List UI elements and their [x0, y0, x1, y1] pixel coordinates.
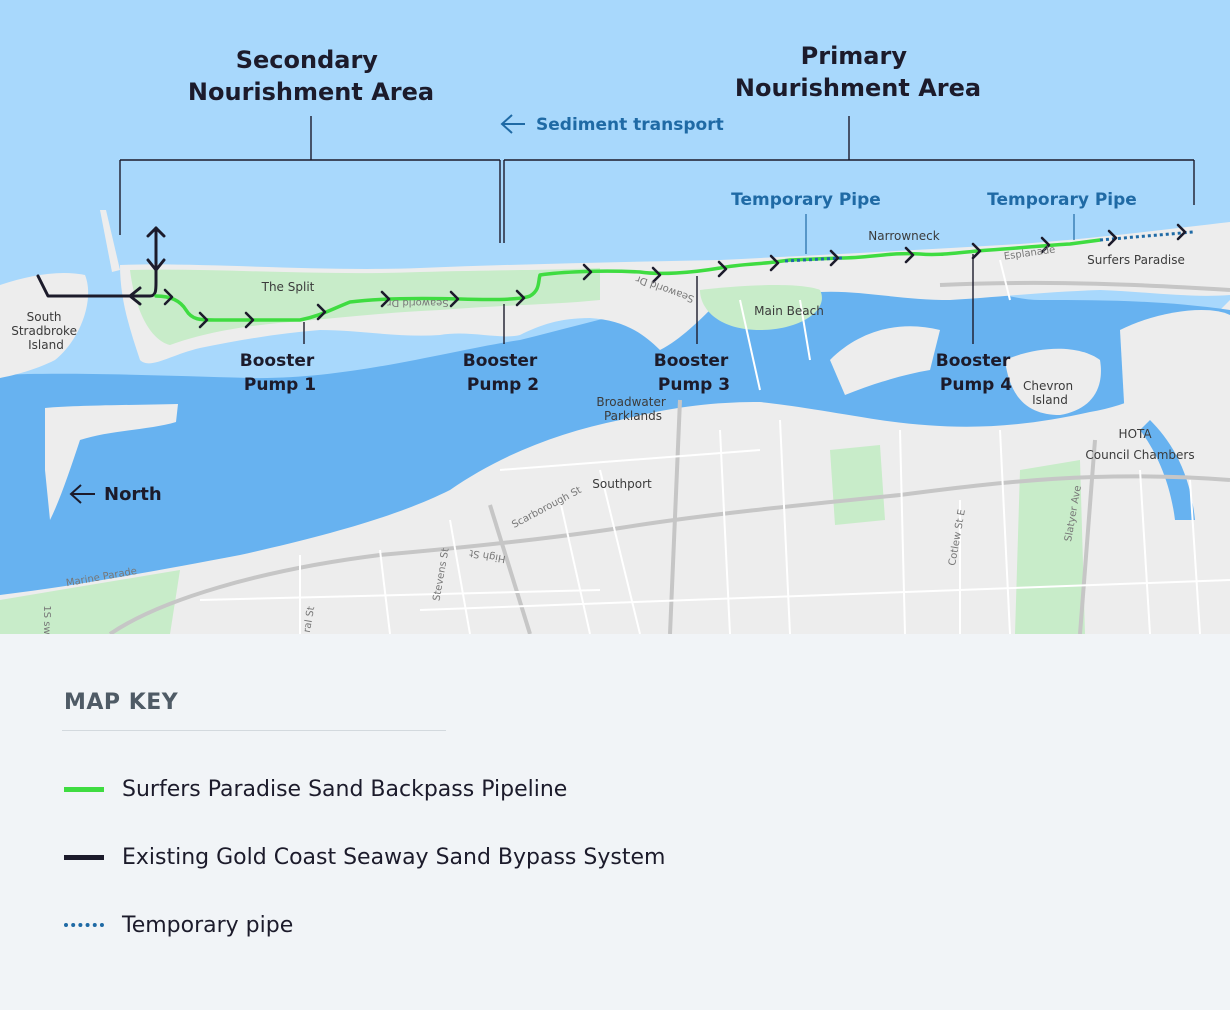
temporary-pipe-label-1: Temporary Pipe: [731, 190, 881, 210]
place-narrowneck: Narrowneck: [868, 229, 939, 243]
north-label: North: [104, 484, 162, 505]
legend-item-temporary: Temporary pipe: [64, 910, 293, 940]
booster-pump-3-label: Booster Pump 3: [654, 351, 734, 395]
place-main-beach: Main Beach: [754, 304, 824, 318]
secondary-area-label: Secondary Nourishment Area: [188, 46, 434, 106]
road-ral-st: ral St: [302, 606, 317, 634]
map: Secondary Nourishment Area Primary Nouri…: [0, 0, 1230, 634]
temporary-pipe-label-2: Temporary Pipe: [987, 190, 1137, 210]
black-line-swatch: [64, 854, 104, 860]
sediment-transport-label: Sediment transport: [536, 115, 724, 135]
booster-pump-leaders: [303, 254, 974, 344]
green-line-swatch: [64, 786, 104, 792]
park-4: [830, 445, 885, 525]
island-right: [1120, 310, 1230, 435]
place-surfers-paradise: Surfers Paradise: [1087, 253, 1185, 267]
canal-estate: [830, 326, 940, 395]
place-chevron-island: Chevron Island: [1023, 379, 1077, 407]
booster-pump-1-label: Booster Pump 1: [240, 351, 320, 395]
dotted-blue-line-swatch: [64, 923, 104, 927]
map-key: MAP KEY Surfers Paradise Sand Backpass P…: [0, 634, 1230, 1010]
legend-item-label: Temporary pipe: [122, 912, 294, 938]
place-broadwater-parklands: Broadwater Parklands: [596, 395, 669, 423]
map-key-title: MAP KEY: [64, 690, 179, 715]
primary-area-label: Primary Nourishment Area: [735, 42, 981, 102]
booster-pump-4-label: Booster Pump 4: [936, 351, 1016, 395]
flow-chevrons: [163, 223, 1187, 329]
wave-break-island: [45, 404, 178, 520]
map-key-divider: [62, 730, 446, 731]
legend-item-pipeline: Surfers Paradise Sand Backpass Pipeline: [64, 774, 567, 804]
major-roads: [108, 280, 1230, 634]
spit-land: [120, 222, 1230, 364]
road-seaworld-dr-1: Seaworld Dr: [387, 297, 449, 308]
place-the-split: The Split: [261, 280, 315, 294]
backpass-pipeline: [154, 238, 1102, 322]
road-sw: 1S sw: [41, 605, 52, 634]
legend-item-label: Existing Gold Coast Seaway Sand Bypass S…: [122, 844, 666, 870]
secondary-area-bracket: [119, 116, 501, 243]
place-southport: Southport: [592, 477, 652, 491]
park-2: [700, 285, 822, 330]
place-south-stradbroke: South Stradbroke Island: [11, 310, 81, 352]
arrow-left-icon: [500, 114, 525, 134]
minor-roads: [199, 259, 1230, 634]
park-3: [1015, 460, 1085, 634]
legend-item-label: Surfers Paradise Sand Backpass Pipeline: [122, 776, 568, 802]
primary-area-bracket: [503, 116, 1195, 243]
legend-item-bypass: Existing Gold Coast Seaway Sand Bypass S…: [64, 842, 665, 872]
booster-pump-2-label: Booster Pump 2: [463, 351, 543, 395]
south-stradbroke-island: [0, 273, 89, 378]
breakwater-north: [100, 210, 120, 272]
mainland: [0, 300, 1230, 634]
chevron-island: [1005, 348, 1101, 415]
north-arrow-icon: [69, 484, 95, 504]
place-hota: HOTA Council Chambers: [1085, 427, 1194, 462]
bypass-system: [36, 226, 166, 306]
canal-water: [1140, 420, 1195, 520]
